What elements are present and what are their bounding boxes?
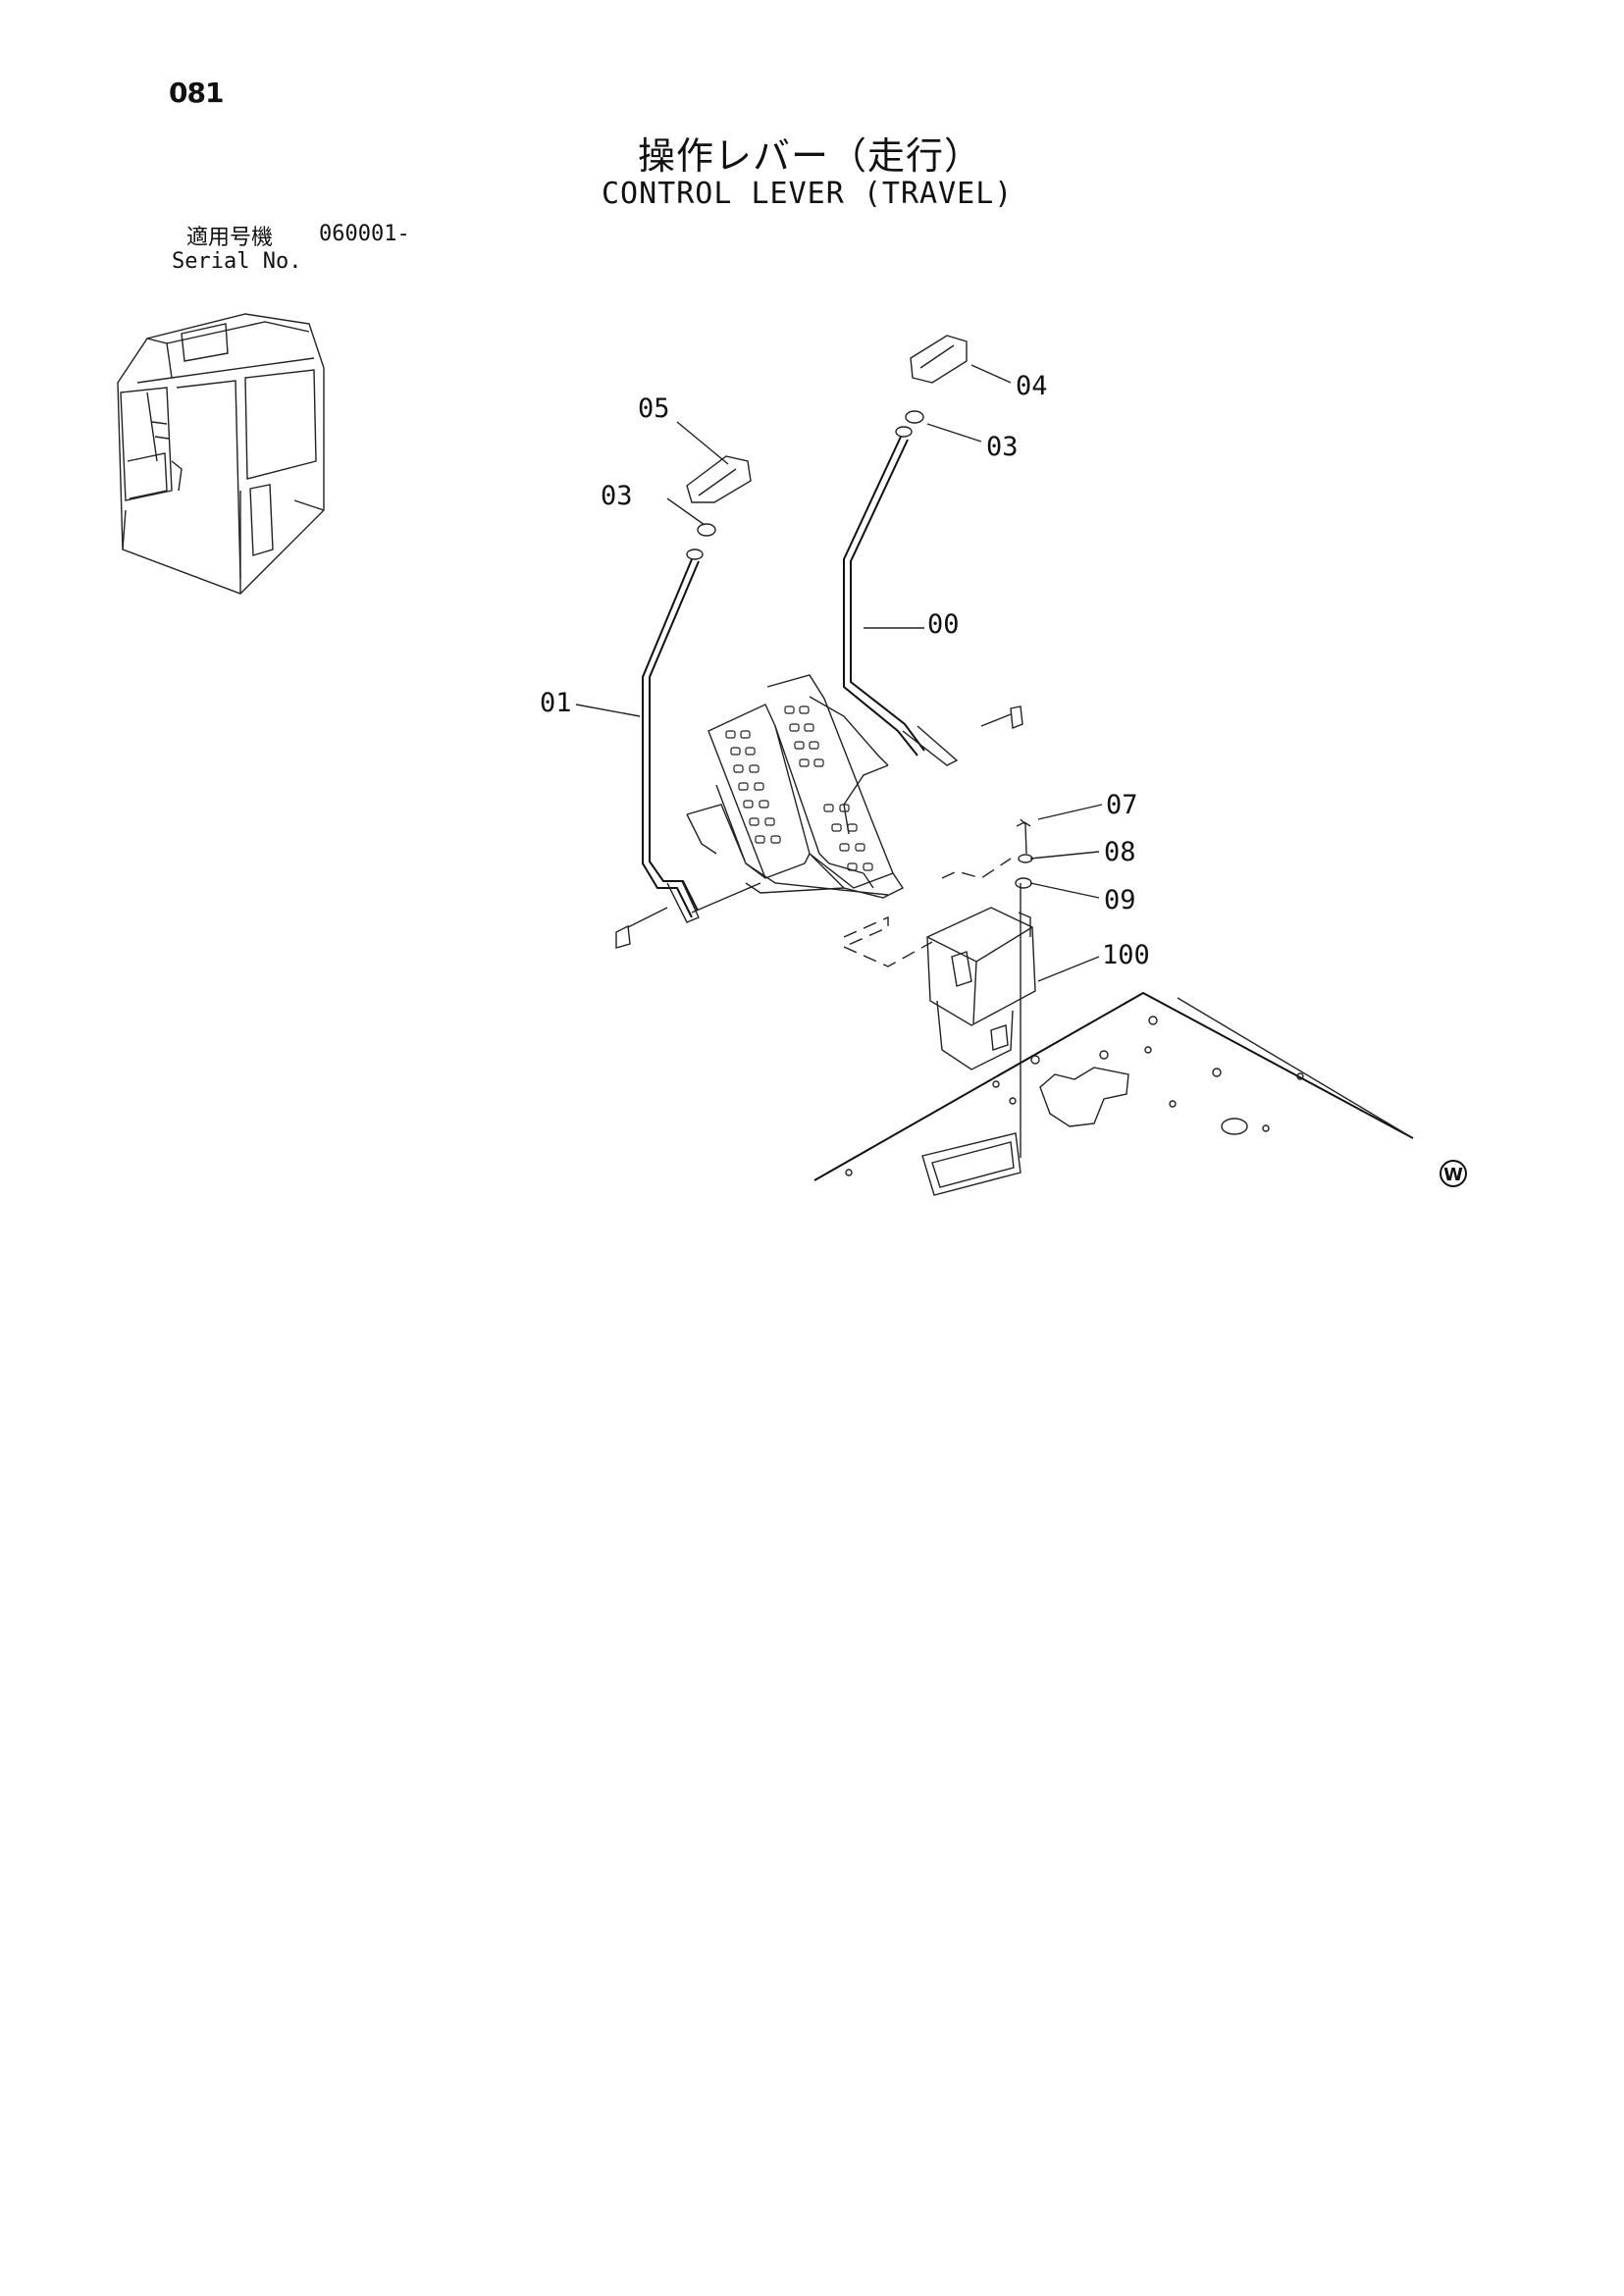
travel-pilot-valve (926, 818, 1036, 1158)
page-title-english: CONTROL LEVER (TRAVEL) (602, 177, 1014, 211)
circled-w-mark: W (1440, 1160, 1467, 1187)
page-number: 081 (169, 77, 224, 109)
leader-lines (575, 364, 1103, 982)
callout-03-left: 03 (601, 481, 633, 511)
floor-plate (813, 991, 1414, 1196)
lever-knob-04 (905, 335, 968, 424)
callout-05: 05 (638, 393, 670, 424)
serial-label-japanese: 適用号機 (186, 226, 274, 250)
page-title-japanese: 操作レバー（走行） (638, 134, 983, 178)
phantom-lines (843, 858, 1012, 967)
callout-01: 01 (540, 688, 572, 718)
cab-locator-illustration (117, 313, 325, 595)
lever-knob-05 (686, 455, 752, 537)
callout-03-right: 03 (986, 432, 1019, 462)
travel-pedal-assembly (686, 674, 905, 899)
callout-09: 09 (1104, 885, 1136, 915)
serial-number-value: 060001- (319, 222, 410, 246)
right-travel-lever (843, 426, 1023, 766)
callout-00: 00 (927, 609, 960, 640)
left-travel-lever (615, 548, 761, 949)
callout-100: 100 (1102, 940, 1150, 970)
callout-08: 08 (1104, 837, 1136, 867)
callout-07: 07 (1106, 790, 1138, 820)
serial-label-english: Serial No. (172, 249, 302, 274)
callout-04: 04 (1016, 371, 1048, 401)
circled-w-letter: W (1443, 1165, 1463, 1185)
